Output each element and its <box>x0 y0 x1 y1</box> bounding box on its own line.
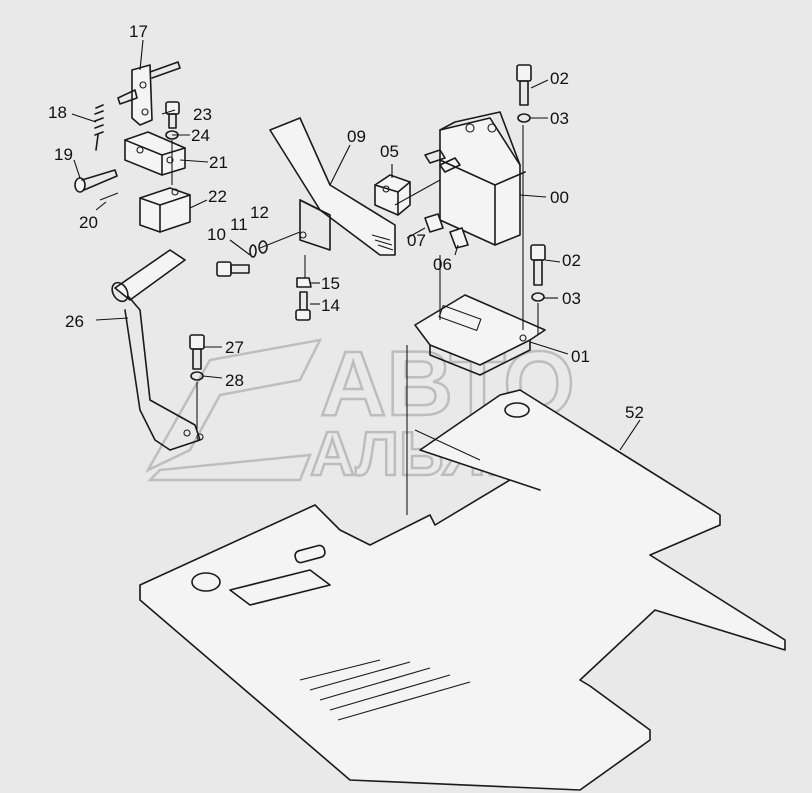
label-26: 26 <box>65 312 84 331</box>
cotter-20 <box>99 192 119 201</box>
bolt-02-upper <box>516 64 532 123</box>
label-02b: 02 <box>562 251 581 270</box>
label-23: 23 <box>193 105 212 124</box>
label-28: 28 <box>225 371 244 390</box>
pin-19 <box>74 169 118 193</box>
label-18: 18 <box>48 103 67 122</box>
label-03a: 03 <box>550 109 569 128</box>
label-22: 22 <box>208 187 227 206</box>
floor-hole-left <box>191 572 221 592</box>
label-01: 01 <box>571 347 590 366</box>
label-06: 06 <box>433 255 452 274</box>
label-02a: 02 <box>550 69 569 88</box>
label-10: 10 <box>207 225 226 244</box>
label-07: 07 <box>407 231 426 250</box>
label-12: 12 <box>250 203 269 222</box>
label-27: 27 <box>225 338 244 357</box>
leader-lines <box>71 39 641 451</box>
lever-26 <box>111 249 204 451</box>
pin-07 <box>424 213 444 233</box>
bolt-27 <box>189 334 205 381</box>
label-24: 24 <box>191 126 210 145</box>
label-52: 52 <box>625 403 644 422</box>
spring-18 <box>94 104 104 151</box>
watermark-logo <box>144 338 323 482</box>
block-22 <box>139 187 191 233</box>
bolt-23 <box>165 101 180 140</box>
bolt-10 <box>216 240 268 277</box>
base-plate <box>414 294 546 376</box>
label-19: 19 <box>54 145 73 164</box>
pedal-09 <box>269 117 396 256</box>
label-11: 11 <box>230 215 248 234</box>
block-05 <box>374 174 411 216</box>
label-03b: 03 <box>562 289 581 308</box>
bolt-02-lower <box>530 244 546 302</box>
bracket-17 <box>117 61 181 126</box>
label-14: 14 <box>321 296 340 315</box>
label-15: 15 <box>321 274 340 293</box>
bolt-14 <box>295 291 311 321</box>
nut-15 <box>296 277 312 288</box>
label-00: 00 <box>550 188 569 207</box>
label-21: 21 <box>209 153 228 172</box>
label-05: 05 <box>380 142 399 161</box>
label-17: 17 <box>129 22 148 41</box>
control-box <box>424 111 526 246</box>
pin-06 <box>449 227 469 249</box>
floor-plate <box>139 389 786 791</box>
label-09: 09 <box>347 127 366 146</box>
label-20: 20 <box>79 213 98 232</box>
floor-hole-right <box>504 402 530 418</box>
part-labels: 17 18 23 24 21 19 22 20 09 05 02 03 00 1… <box>48 22 644 422</box>
bracket-21 <box>124 131 186 176</box>
assembly-lines <box>171 125 539 515</box>
